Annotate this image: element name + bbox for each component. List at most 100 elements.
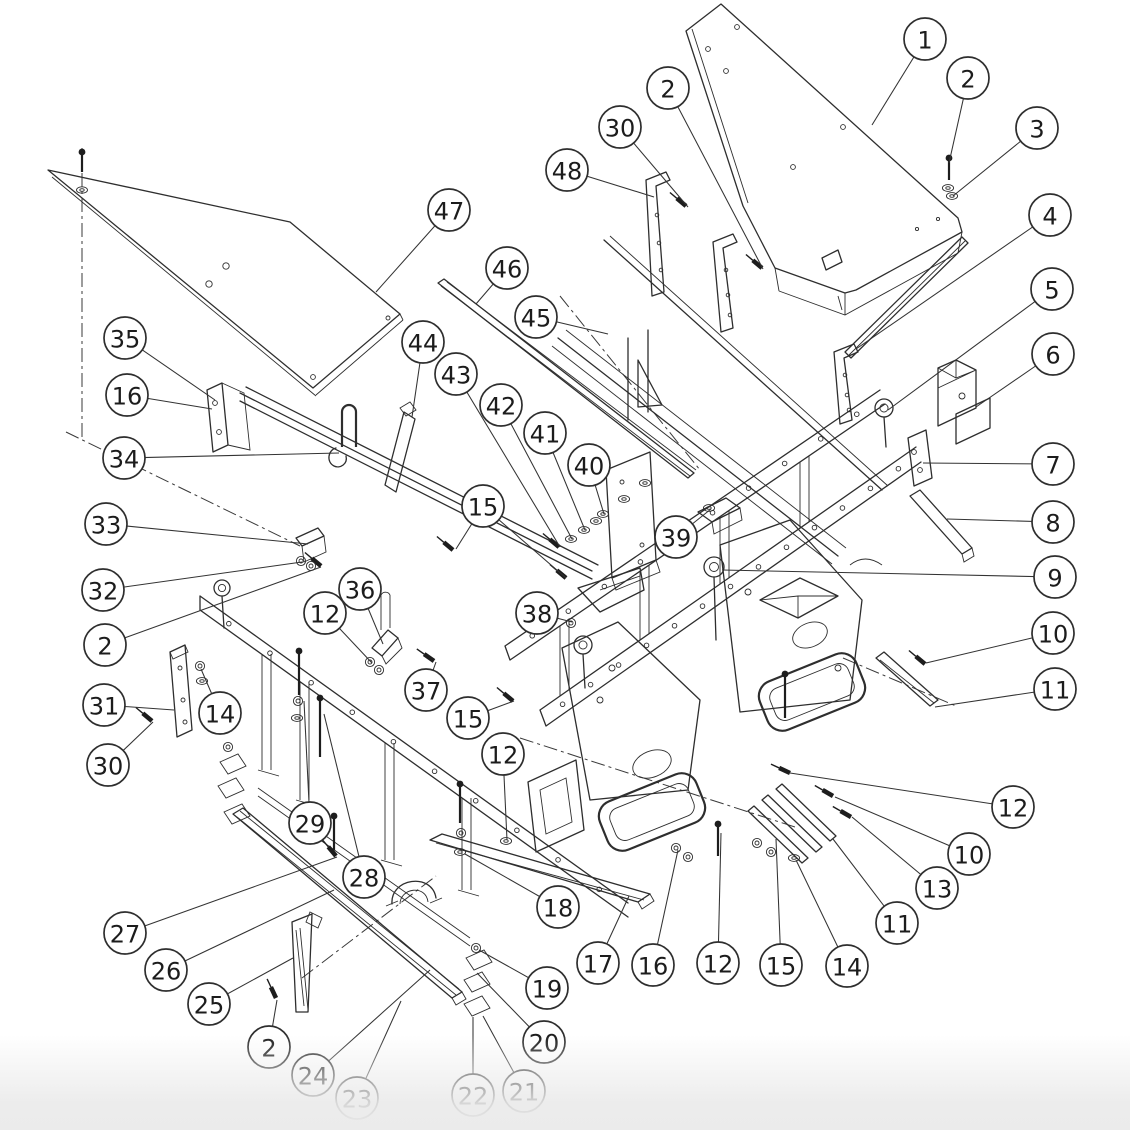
balloon-15: 15: [461, 484, 505, 528]
svg-text:15: 15: [766, 953, 797, 981]
balloon-31: 31: [82, 683, 126, 727]
svg-text:34: 34: [109, 446, 140, 474]
balloon-24: 24: [291, 1053, 335, 1097]
svg-text:11: 11: [882, 911, 913, 939]
balloon-2: 2: [646, 66, 690, 110]
balloon-42: 42: [479, 383, 523, 427]
svg-text:14: 14: [832, 954, 863, 982]
balloon-45: 45: [514, 295, 558, 339]
svg-text:12: 12: [703, 951, 734, 979]
svg-text:16: 16: [638, 953, 669, 981]
svg-text:30: 30: [605, 115, 636, 143]
svg-text:23: 23: [342, 1086, 373, 1114]
svg-text:46: 46: [492, 256, 523, 284]
svg-text:25: 25: [194, 992, 225, 1020]
svg-text:40: 40: [574, 453, 605, 481]
svg-text:15: 15: [453, 706, 484, 734]
balloon-10: 10: [947, 832, 991, 876]
svg-text:5: 5: [1044, 277, 1059, 305]
balloon-40: 40: [567, 443, 611, 487]
svg-text:37: 37: [411, 678, 442, 706]
svg-text:1: 1: [917, 27, 932, 55]
balloon-46: 46: [485, 246, 529, 290]
balloon-5: 5: [1030, 267, 1074, 311]
svg-text:18: 18: [543, 895, 574, 923]
balloon-39: 39: [654, 515, 698, 559]
svg-text:26: 26: [151, 958, 182, 986]
balloon-10: 10: [1031, 611, 1075, 655]
panel-left: [47, 169, 404, 397]
svg-text:43: 43: [441, 362, 472, 390]
svg-text:2: 2: [261, 1035, 276, 1063]
hardware-small-parts: [78, 148, 959, 1017]
balloon-35: 35: [103, 316, 147, 360]
balloon-8: 8: [1031, 500, 1075, 544]
svg-text:6: 6: [1045, 342, 1060, 370]
balloon-38: 38: [515, 591, 559, 635]
svg-text:2: 2: [97, 633, 112, 661]
scraper-bar: [232, 807, 467, 1013]
balloon-12: 12: [481, 732, 525, 776]
balloon-13: 13: [915, 866, 959, 910]
balloon-33: 33: [84, 502, 128, 546]
balloon-23: 23: [335, 1076, 379, 1120]
svg-text:42: 42: [486, 393, 517, 421]
svg-text:41: 41: [530, 421, 561, 449]
balloon-41: 41: [523, 411, 567, 455]
svg-text:38: 38: [522, 601, 553, 629]
svg-text:14: 14: [205, 701, 236, 729]
balloon-44: 44: [401, 320, 445, 364]
svg-text:3: 3: [1029, 116, 1044, 144]
svg-text:30: 30: [93, 753, 124, 781]
svg-text:12: 12: [310, 601, 341, 629]
svg-text:2: 2: [660, 76, 675, 104]
balloon-28: 28: [342, 855, 386, 899]
svg-text:47: 47: [434, 198, 465, 226]
balloon-30: 30: [86, 743, 130, 787]
balloon-11: 11: [875, 901, 919, 945]
svg-text:12: 12: [488, 742, 519, 770]
u-clamp: [385, 880, 443, 907]
balloon-37: 37: [404, 668, 448, 712]
svg-text:11: 11: [1040, 677, 1071, 705]
svg-text:9: 9: [1047, 565, 1062, 593]
wing-frame: [199, 595, 655, 947]
svg-text:27: 27: [110, 921, 141, 949]
leader-lines-layer: [102, 38, 1056, 1099]
svg-text:31: 31: [89, 693, 120, 721]
balloon-1: 1: [903, 17, 947, 61]
balloon-43: 43: [434, 352, 478, 396]
balloon-12: 12: [991, 785, 1035, 829]
pivot-plates-and-feet: [561, 519, 939, 864]
svg-text:35: 35: [110, 326, 141, 354]
balloon-20: 20: [522, 1020, 566, 1064]
balloon-7: 7: [1031, 442, 1075, 486]
svg-text:22: 22: [458, 1083, 489, 1111]
balloon-14: 14: [825, 944, 869, 988]
balloon-3: 3: [1015, 106, 1059, 150]
channel-rails: [437, 235, 889, 591]
balloon-4: 4: [1028, 193, 1072, 237]
balloon-2: 2: [247, 1025, 291, 1069]
svg-text:36: 36: [345, 577, 376, 605]
balloon-6: 6: [1031, 332, 1075, 376]
balloon-19: 19: [525, 966, 569, 1010]
svg-text:4: 4: [1042, 203, 1057, 231]
balloon-26: 26: [144, 948, 188, 992]
svg-text:10: 10: [954, 842, 985, 870]
main-beam: [504, 389, 975, 727]
balloon-32: 32: [81, 568, 125, 612]
svg-text:8: 8: [1045, 510, 1060, 538]
balloon-14: 14: [198, 691, 242, 735]
balloon-25: 25: [187, 982, 231, 1026]
balloon-21: 21: [502, 1069, 546, 1113]
balloon-callouts-layer: 1234567891011121013111415121617181920212…: [81, 17, 1077, 1120]
svg-text:32: 32: [88, 578, 119, 606]
svg-text:39: 39: [661, 525, 692, 553]
svg-text:33: 33: [91, 512, 122, 540]
hook-brackets: [645, 171, 859, 425]
svg-text:13: 13: [922, 876, 953, 904]
balloon-9: 9: [1033, 555, 1077, 599]
balloon-16: 16: [105, 373, 149, 417]
